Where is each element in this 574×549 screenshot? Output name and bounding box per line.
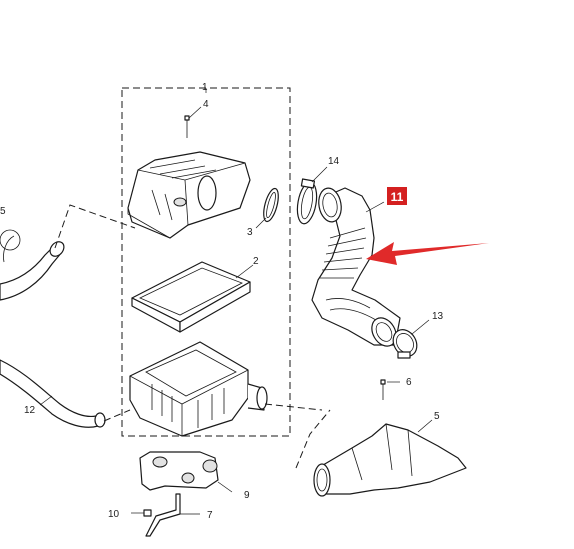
bracket-9 xyxy=(139,451,233,493)
label-part-10: 10 xyxy=(108,509,120,520)
leader-12 xyxy=(39,395,53,406)
leader-2 xyxy=(235,264,254,279)
label-part-7: 7 xyxy=(207,510,213,521)
hose-7 xyxy=(145,493,200,537)
air-cleaner-cover xyxy=(127,151,251,239)
label-part-2: 2 xyxy=(253,256,259,267)
hose-leader-upper xyxy=(54,204,136,249)
callout-number: 11 xyxy=(391,190,404,204)
screw-10 xyxy=(131,509,152,517)
air-inlet-5 xyxy=(295,409,467,497)
label-part-5: 5 xyxy=(434,411,440,422)
hose-12-upper xyxy=(0,229,65,301)
label-part-13: 13 xyxy=(432,311,444,322)
callout-badge xyxy=(387,187,407,205)
label-part-5-left: 5 xyxy=(0,206,6,217)
label-part-1: 1 xyxy=(202,82,208,93)
hose-12-lower xyxy=(0,359,106,428)
label-part-3: 3 xyxy=(247,227,253,238)
screw-6 xyxy=(380,379,400,400)
air-cleaner-lower-housing xyxy=(129,341,323,437)
callout-arrow xyxy=(366,242,489,265)
air-filter-element xyxy=(131,261,251,333)
hose-leader-lower xyxy=(103,409,131,422)
intake-duct-11 xyxy=(311,187,401,347)
seal-ring-3 xyxy=(255,187,279,229)
label-part-6: 6 xyxy=(406,377,412,388)
label-part-12: 12 xyxy=(24,405,36,416)
screw-4 xyxy=(184,106,202,138)
label-part-9: 9 xyxy=(244,490,250,501)
clamp-14 xyxy=(296,166,328,225)
label-part-4: 4 xyxy=(203,99,209,110)
label-part-14: 14 xyxy=(328,156,340,167)
clamp-13 xyxy=(392,319,430,359)
